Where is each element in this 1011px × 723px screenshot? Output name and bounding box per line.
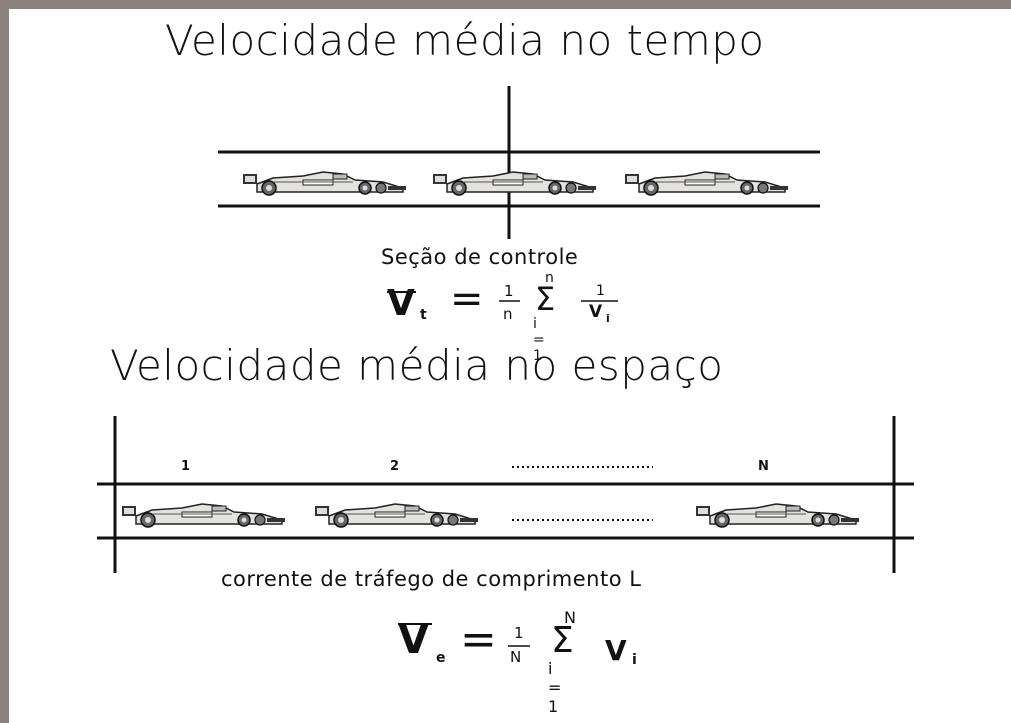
caption-traffic-stream: corrente de tráfego de comprimento L [221,567,642,591]
car-icon [121,503,286,528]
sum-lower-limit: i = 1 [548,659,562,716]
vehicle-label-last: N [758,459,769,474]
car-icon [695,503,860,528]
fraction-numerator: 1 [504,282,514,300]
sum-upper-limit: N [564,608,576,627]
fraction-denominator: n [503,305,513,323]
formula-var: V [387,283,415,324]
car-icon [314,503,479,528]
formula-subscript: e [436,650,446,666]
formula-equals: = [450,276,484,322]
title-time-mean: Velocidade média no tempo [165,16,765,65]
formula-subscript: t [420,307,427,323]
term-numerator: 1 [596,283,605,299]
sum-lower-limit: i = 1 [533,316,545,364]
term-subscript: i [632,652,637,668]
fraction-denominator: N [510,648,522,666]
term-var: V [605,634,627,667]
fraction-numerator: 1 [514,624,524,642]
sum-symbol: Σ [535,280,556,318]
formula-equals: = [460,614,497,665]
formula-var: V [398,617,429,663]
vehicle-label-first: 1 [181,459,191,474]
term-denominator-sub: i [606,312,610,325]
sum-upper-limit: n [545,270,554,286]
title-space-mean: Velocidade média no espaço [110,341,724,390]
caption-control-section: Seção de controle [381,245,579,269]
car-icon [242,171,407,196]
car-icon [624,171,789,196]
frame-top-border [0,0,1011,9]
term-denominator-var: V [589,302,603,322]
car-icon [432,171,597,196]
frame-left-border [0,0,9,723]
sum-symbol: Σ [551,620,574,661]
vehicle-label-second: 2 [390,459,400,474]
